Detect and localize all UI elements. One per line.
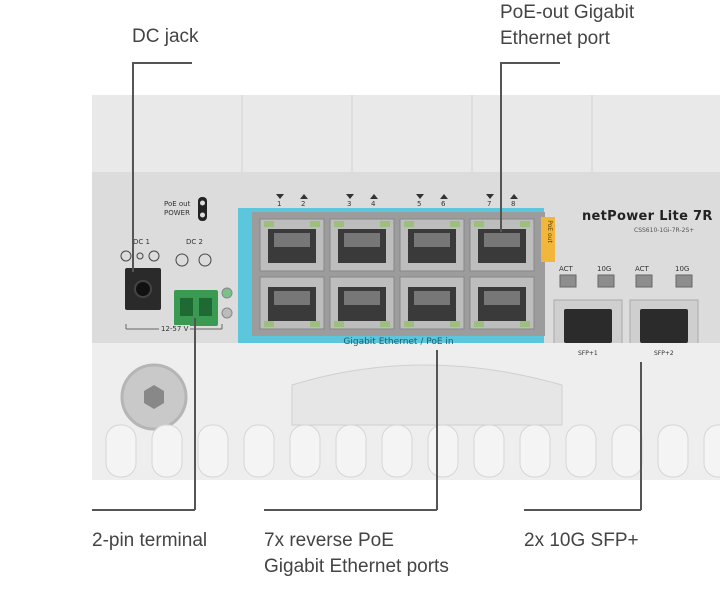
dc-jack-leader-v: [132, 62, 134, 272]
sfp-led-label: 10G: [597, 265, 612, 273]
poe-out-label: PoE out: [164, 200, 191, 208]
dc-jack-label: DC jack: [132, 26, 199, 47]
poe-out-port-label-line2: Ethernet port: [500, 28, 610, 49]
sfp-led: [675, 274, 693, 288]
product-name: netPower Lite 7R: [582, 209, 713, 224]
gland-tooth: [611, 424, 643, 478]
rj45-port: [259, 276, 325, 330]
port-number-label: 7: [487, 200, 492, 208]
poe-out-tag: [541, 217, 555, 262]
polarity-icons: [120, 250, 212, 267]
rj45-port: [469, 218, 535, 272]
sfp-led-group: [559, 274, 693, 288]
two-pin-leader-h: [92, 509, 195, 511]
port-marker-triangle: [440, 194, 448, 199]
gland-tooth: [197, 424, 229, 478]
reverse-poe-callout: 7x reverse PoE Gigabit Ethernet ports: [264, 528, 449, 580]
sfp-led: [559, 274, 577, 288]
poe-out-leader-h: [500, 62, 560, 64]
port-bar-label: Gigabit Ethernet / PoE in: [343, 337, 454, 347]
reverse-poe-leader-h: [264, 509, 437, 511]
two-pin-terminal-label: 2-pin terminal: [92, 530, 208, 551]
sfp-led-label: ACT: [635, 265, 649, 273]
gland-teeth: [105, 424, 720, 478]
gland-tooth: [519, 424, 551, 478]
sfp2-label: SFP+2: [654, 350, 674, 357]
sfp-led-label: ACT: [559, 265, 573, 273]
port-number-label: 3: [347, 200, 352, 208]
sfp-leader-v: [640, 362, 642, 510]
port-marker-triangle: [276, 194, 284, 199]
gland-tooth: [381, 424, 413, 478]
port-number-label: 5: [417, 200, 422, 208]
rj45-port: [329, 276, 395, 330]
port-number-label: 2: [301, 200, 306, 208]
gland-tooth: [289, 424, 321, 478]
voltage-label: 12-57 V: [159, 325, 191, 333]
sfp-label: 2x 10G SFP+: [524, 530, 639, 551]
rj45-port: [259, 218, 325, 272]
sfp1-label: SFP+1: [578, 350, 598, 357]
power-label: POWER: [164, 209, 190, 217]
reverse-poe-label-line1: 7x reverse PoE: [264, 530, 394, 551]
gland-tooth: [657, 424, 689, 478]
dc2-label: DC 2: [186, 238, 203, 246]
rj45-port-group: [259, 218, 535, 330]
port-number-markers: [276, 194, 518, 199]
two-pin-terminal-callout: 2-pin terminal: [92, 528, 207, 554]
gland-tooth: [335, 424, 367, 478]
sfp-led: [635, 274, 653, 288]
model-code: CSS610-1Gi-7R-2S+: [634, 227, 695, 234]
sfp-led-label: 10G: [675, 265, 690, 273]
rj45-port: [399, 218, 465, 272]
port-marker-triangle: [300, 194, 308, 199]
poe-out-tag-label: PoE out: [545, 220, 553, 243]
gland-tooth: [473, 424, 505, 478]
gland-tooth: [703, 424, 720, 478]
two-pin-leader-v: [194, 318, 196, 510]
rj45-port: [469, 276, 535, 330]
poe-out-port-callout: PoE-out Gigabit Ethernet port: [500, 0, 634, 52]
sfp-leader-h: [524, 509, 641, 511]
port-marker-triangle: [346, 194, 354, 199]
top-panel: [92, 95, 720, 173]
port-number-label: 6: [441, 200, 446, 208]
dc1-label: DC 1: [133, 238, 150, 246]
gland-tooth: [151, 424, 183, 478]
gland-tooth: [105, 424, 137, 478]
dc-jack-callout: DC jack: [132, 24, 199, 50]
port-marker-triangle: [416, 194, 424, 199]
poe-out-leader-v: [500, 62, 502, 232]
gland-cover: [291, 364, 563, 426]
gland-tooth: [427, 424, 459, 478]
port-number-label: 8: [511, 200, 516, 208]
dc-jack-leader-h: [132, 62, 192, 64]
reverse-poe-leader-v: [436, 350, 438, 510]
gland-tooth: [565, 424, 597, 478]
port-number-label: 1: [277, 200, 282, 208]
port-marker-triangle: [370, 194, 378, 199]
port-marker-triangle: [486, 194, 494, 199]
device-illustration: [92, 95, 720, 480]
reverse-poe-label-line2: Gigabit Ethernet ports: [264, 556, 449, 577]
sfp-led: [597, 274, 615, 288]
device-photo: netPower Lite 7R CSS610-1Gi-7R-2S+ PoE o…: [92, 95, 720, 480]
rj45-port: [399, 276, 465, 330]
rj45-port: [329, 218, 395, 272]
gland-tooth: [243, 424, 275, 478]
port-number-label: 4: [371, 200, 376, 208]
port-marker-triangle: [510, 194, 518, 199]
poe-out-port-label-line1: PoE-out Gigabit: [500, 2, 635, 23]
sfp-callout: 2x 10G SFP+: [524, 528, 639, 554]
